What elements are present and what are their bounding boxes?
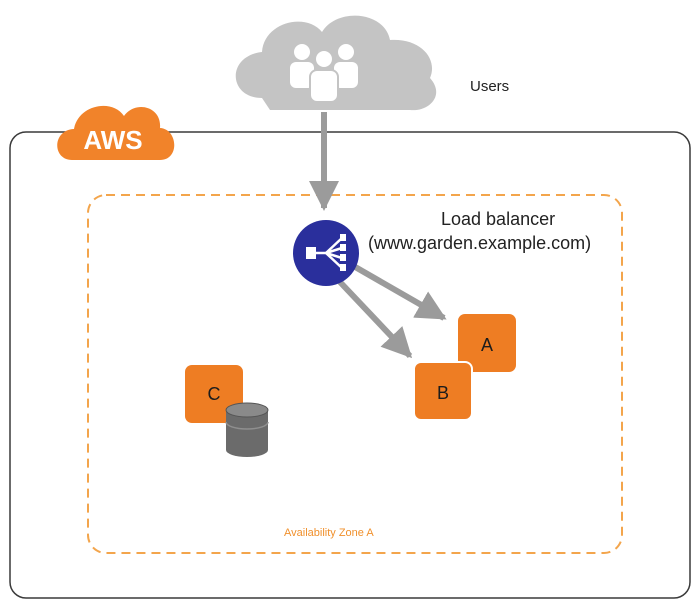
users-cloud-icon (235, 15, 437, 111)
users-label: Users (470, 78, 510, 95)
arrow-lb-to-b (337, 279, 413, 359)
arrow-lb-to-a (348, 261, 447, 321)
instance-b-label: B (437, 383, 449, 403)
load-balancer-icon (293, 220, 359, 286)
users-people-icon (290, 44, 358, 103)
load-balancer-host: (www.garden.example.com) (368, 233, 592, 253)
instance-a: A (458, 314, 516, 372)
aws-badge-label: AWS (83, 125, 142, 155)
instance-a-label: A (481, 335, 493, 355)
load-balancer-title: Load balancer (441, 209, 556, 229)
instance-b: B (413, 361, 473, 421)
database-icon (225, 402, 269, 457)
aws-region-frame (9, 131, 691, 599)
instance-c-label: C (208, 384, 221, 404)
availability-zone-frame (87, 194, 623, 554)
availability-zone-label: Availability Zone A (284, 527, 374, 539)
aws-cloud-icon: AWS (57, 105, 175, 160)
